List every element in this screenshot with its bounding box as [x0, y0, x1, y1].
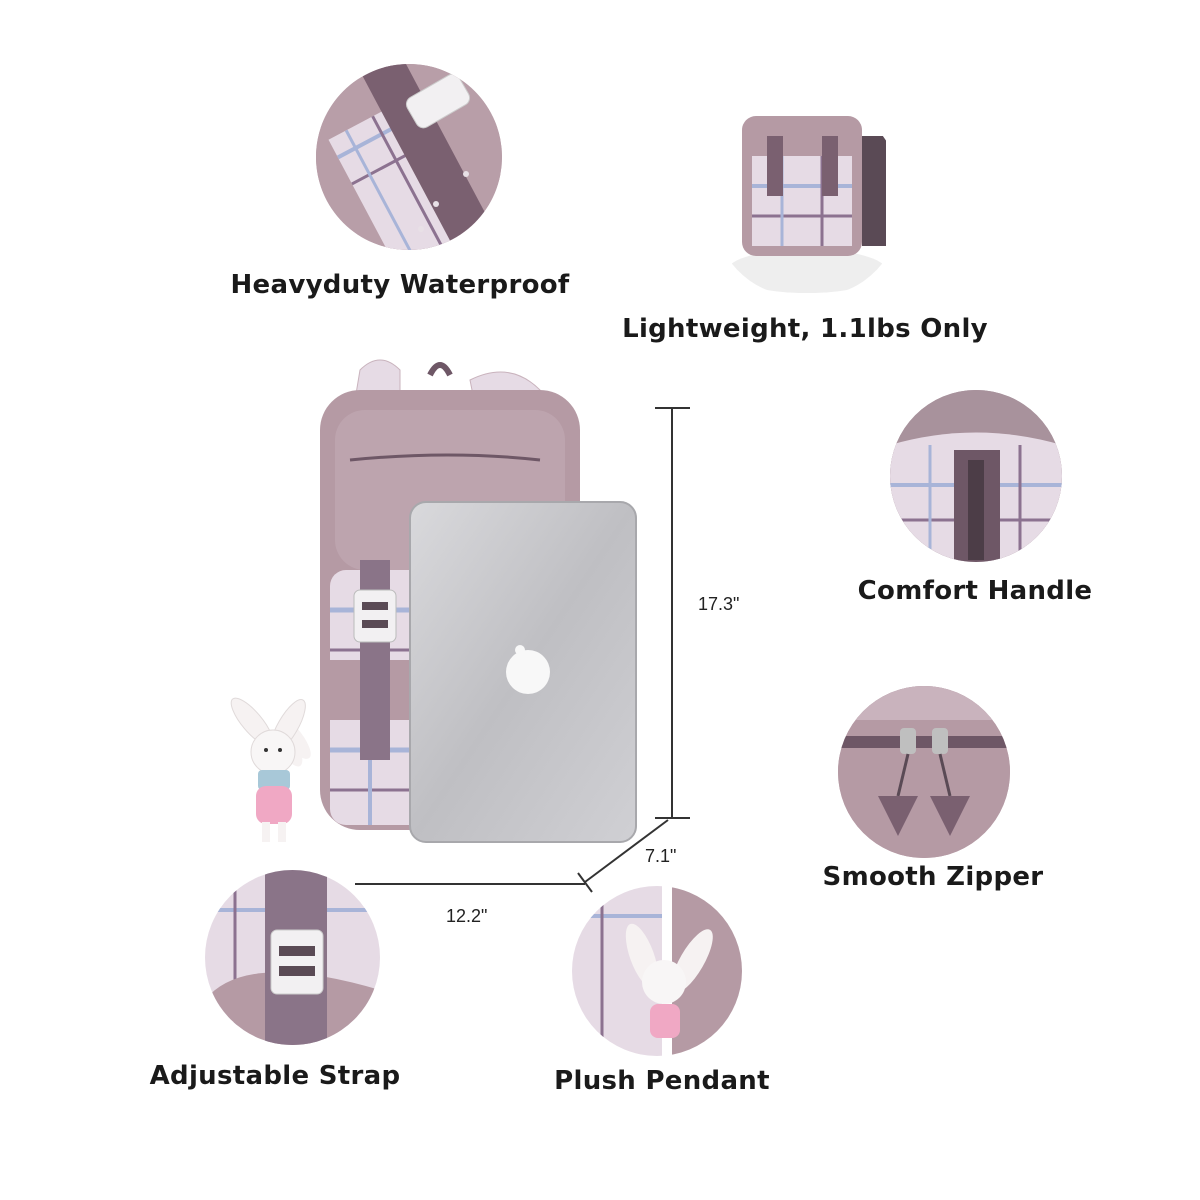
buckle-closeup-icon — [316, 64, 502, 250]
bunny-icon — [230, 697, 306, 842]
depth-cap — [577, 872, 593, 893]
strap-closeup-image — [205, 870, 380, 1045]
strap-buckle-icon — [205, 870, 380, 1045]
lightweight-closeup-image — [712, 96, 902, 296]
bunny-pendant-image — [228, 686, 318, 846]
laptop-image — [408, 500, 638, 845]
pendant-label: Plush Pendant — [554, 1066, 770, 1096]
handle-closeup-icon — [890, 390, 1062, 562]
strap-label: Adjustable Strap — [149, 1061, 401, 1091]
depth-dimension-label: 7.1" — [645, 846, 677, 866]
height-dimension-label: 17.3" — [698, 594, 740, 614]
width-dimension-label: 12.2" — [446, 906, 488, 926]
laptop-icon — [409, 501, 637, 843]
waterproof-label: Heavyduty Waterproof — [230, 270, 570, 300]
handle-closeup-image — [890, 390, 1062, 562]
backpack-on-scale-icon — [727, 116, 887, 293]
depth-line — [584, 819, 669, 883]
waterproof-closeup-image — [316, 64, 502, 250]
zipper-label: Smooth Zipper — [822, 862, 1044, 892]
lightweight-label: Lightweight, 1.1lbs Only — [622, 314, 988, 344]
handle-label: Comfort Handle — [857, 576, 1093, 606]
